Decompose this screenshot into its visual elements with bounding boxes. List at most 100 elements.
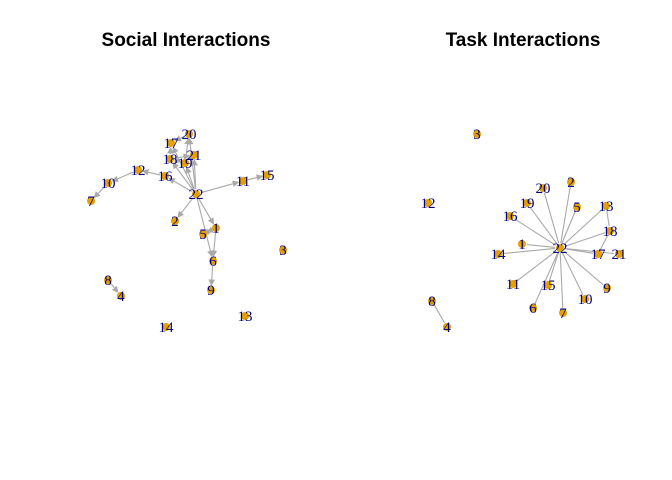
node-7: 7	[559, 306, 567, 322]
node-marker	[167, 139, 175, 147]
node-18: 18	[603, 224, 618, 240]
social-panel-title: Social Interactions	[102, 30, 271, 51]
node-3: 3	[473, 127, 481, 143]
edge-22-1	[526, 243, 556, 249]
node-label: 14	[159, 320, 175, 336]
node-20: 20	[536, 181, 551, 197]
node-label: 13	[599, 199, 614, 215]
edge-22-16	[513, 218, 557, 246]
edge-22-9	[563, 250, 604, 286]
task-edges	[434, 186, 615, 323]
node-12: 12	[131, 163, 146, 179]
edge-22-21	[191, 158, 198, 190]
node-label: 10	[101, 176, 116, 192]
edge-22-18	[172, 162, 194, 191]
node-2: 2	[567, 175, 575, 191]
node-19: 19	[178, 156, 193, 172]
node-13: 13	[599, 199, 614, 215]
node-label: 2	[171, 214, 179, 230]
node-marker	[263, 171, 271, 179]
node-marker	[104, 276, 112, 284]
node-label: 12	[131, 163, 146, 179]
edge-8-4	[110, 283, 119, 293]
node-11: 11	[236, 174, 250, 190]
node-label: 4	[443, 320, 451, 336]
node-marker	[428, 297, 436, 305]
node-marker	[606, 227, 614, 235]
node-marker	[602, 202, 610, 210]
edge-22-11	[200, 180, 240, 194]
edge-13-18	[606, 210, 610, 227]
node-marker	[134, 166, 142, 174]
edge-16-12	[141, 169, 161, 176]
node-marker	[581, 295, 589, 303]
edge-6-9	[208, 265, 216, 287]
node-label: 21	[187, 148, 202, 164]
edge-22-15	[549, 252, 559, 281]
edge-22-1	[198, 198, 215, 225]
node-marker	[443, 323, 451, 331]
node-3: 3	[279, 243, 287, 259]
node-22: 22	[553, 241, 568, 257]
node-14: 14	[491, 247, 507, 263]
node-marker	[199, 230, 207, 238]
edge-11-15	[247, 174, 264, 181]
node-marker	[473, 130, 481, 138]
edge-22-17	[172, 146, 195, 190]
edge-10-7	[93, 186, 105, 199]
node-10: 10	[578, 292, 593, 308]
node-6: 6	[209, 254, 217, 270]
node-label: 1	[518, 237, 526, 253]
node-label: 19	[520, 196, 535, 212]
node-label: 2	[567, 175, 575, 191]
social-edges	[93, 135, 264, 293]
node-2: 2	[171, 214, 179, 230]
edge-22-11	[516, 250, 557, 282]
edge-22-19	[529, 206, 558, 245]
node-label: 15	[541, 278, 556, 294]
node-label: 9	[207, 283, 215, 299]
node-label: 8	[428, 294, 436, 310]
edge-8-4	[434, 305, 445, 323]
node-label: 9	[603, 281, 611, 297]
node-label: 17	[591, 247, 607, 263]
node-label: 5	[573, 200, 581, 216]
node-marker	[209, 257, 217, 265]
edge-12-10	[111, 171, 134, 182]
edge-18-19	[174, 157, 182, 164]
node-11: 11	[506, 277, 520, 293]
node-marker	[166, 155, 174, 163]
node-marker	[523, 199, 531, 207]
node-marker	[509, 280, 517, 288]
node-marker	[171, 217, 179, 225]
node-label: 3	[279, 243, 287, 259]
node-1: 1	[212, 221, 220, 237]
edge-22-21	[564, 247, 615, 255]
node-5: 5	[199, 227, 207, 243]
node-marker	[161, 172, 169, 180]
node-label: 16	[503, 209, 519, 225]
edge-22-6	[196, 198, 214, 258]
node-label: 7	[559, 306, 567, 322]
node-label: 18	[603, 224, 618, 240]
edge-22-2	[177, 197, 194, 218]
edge-22-16	[168, 177, 192, 192]
node-marker	[162, 323, 170, 331]
node-17: 17	[164, 136, 180, 152]
edge-1-6	[210, 232, 218, 258]
node-6: 6	[529, 301, 537, 317]
node-22: 22	[189, 187, 204, 203]
node-label: 20	[536, 181, 551, 197]
edge-22-5	[561, 211, 576, 244]
edge-22-10	[561, 252, 584, 295]
node-marker	[594, 250, 602, 258]
node-21: 21	[187, 148, 202, 164]
node-label: 16	[158, 169, 174, 185]
node-marker	[615, 250, 623, 258]
node-9: 9	[207, 283, 215, 299]
node-marker	[506, 212, 514, 220]
node-1: 1	[518, 237, 526, 253]
node-label: 1	[212, 221, 220, 237]
